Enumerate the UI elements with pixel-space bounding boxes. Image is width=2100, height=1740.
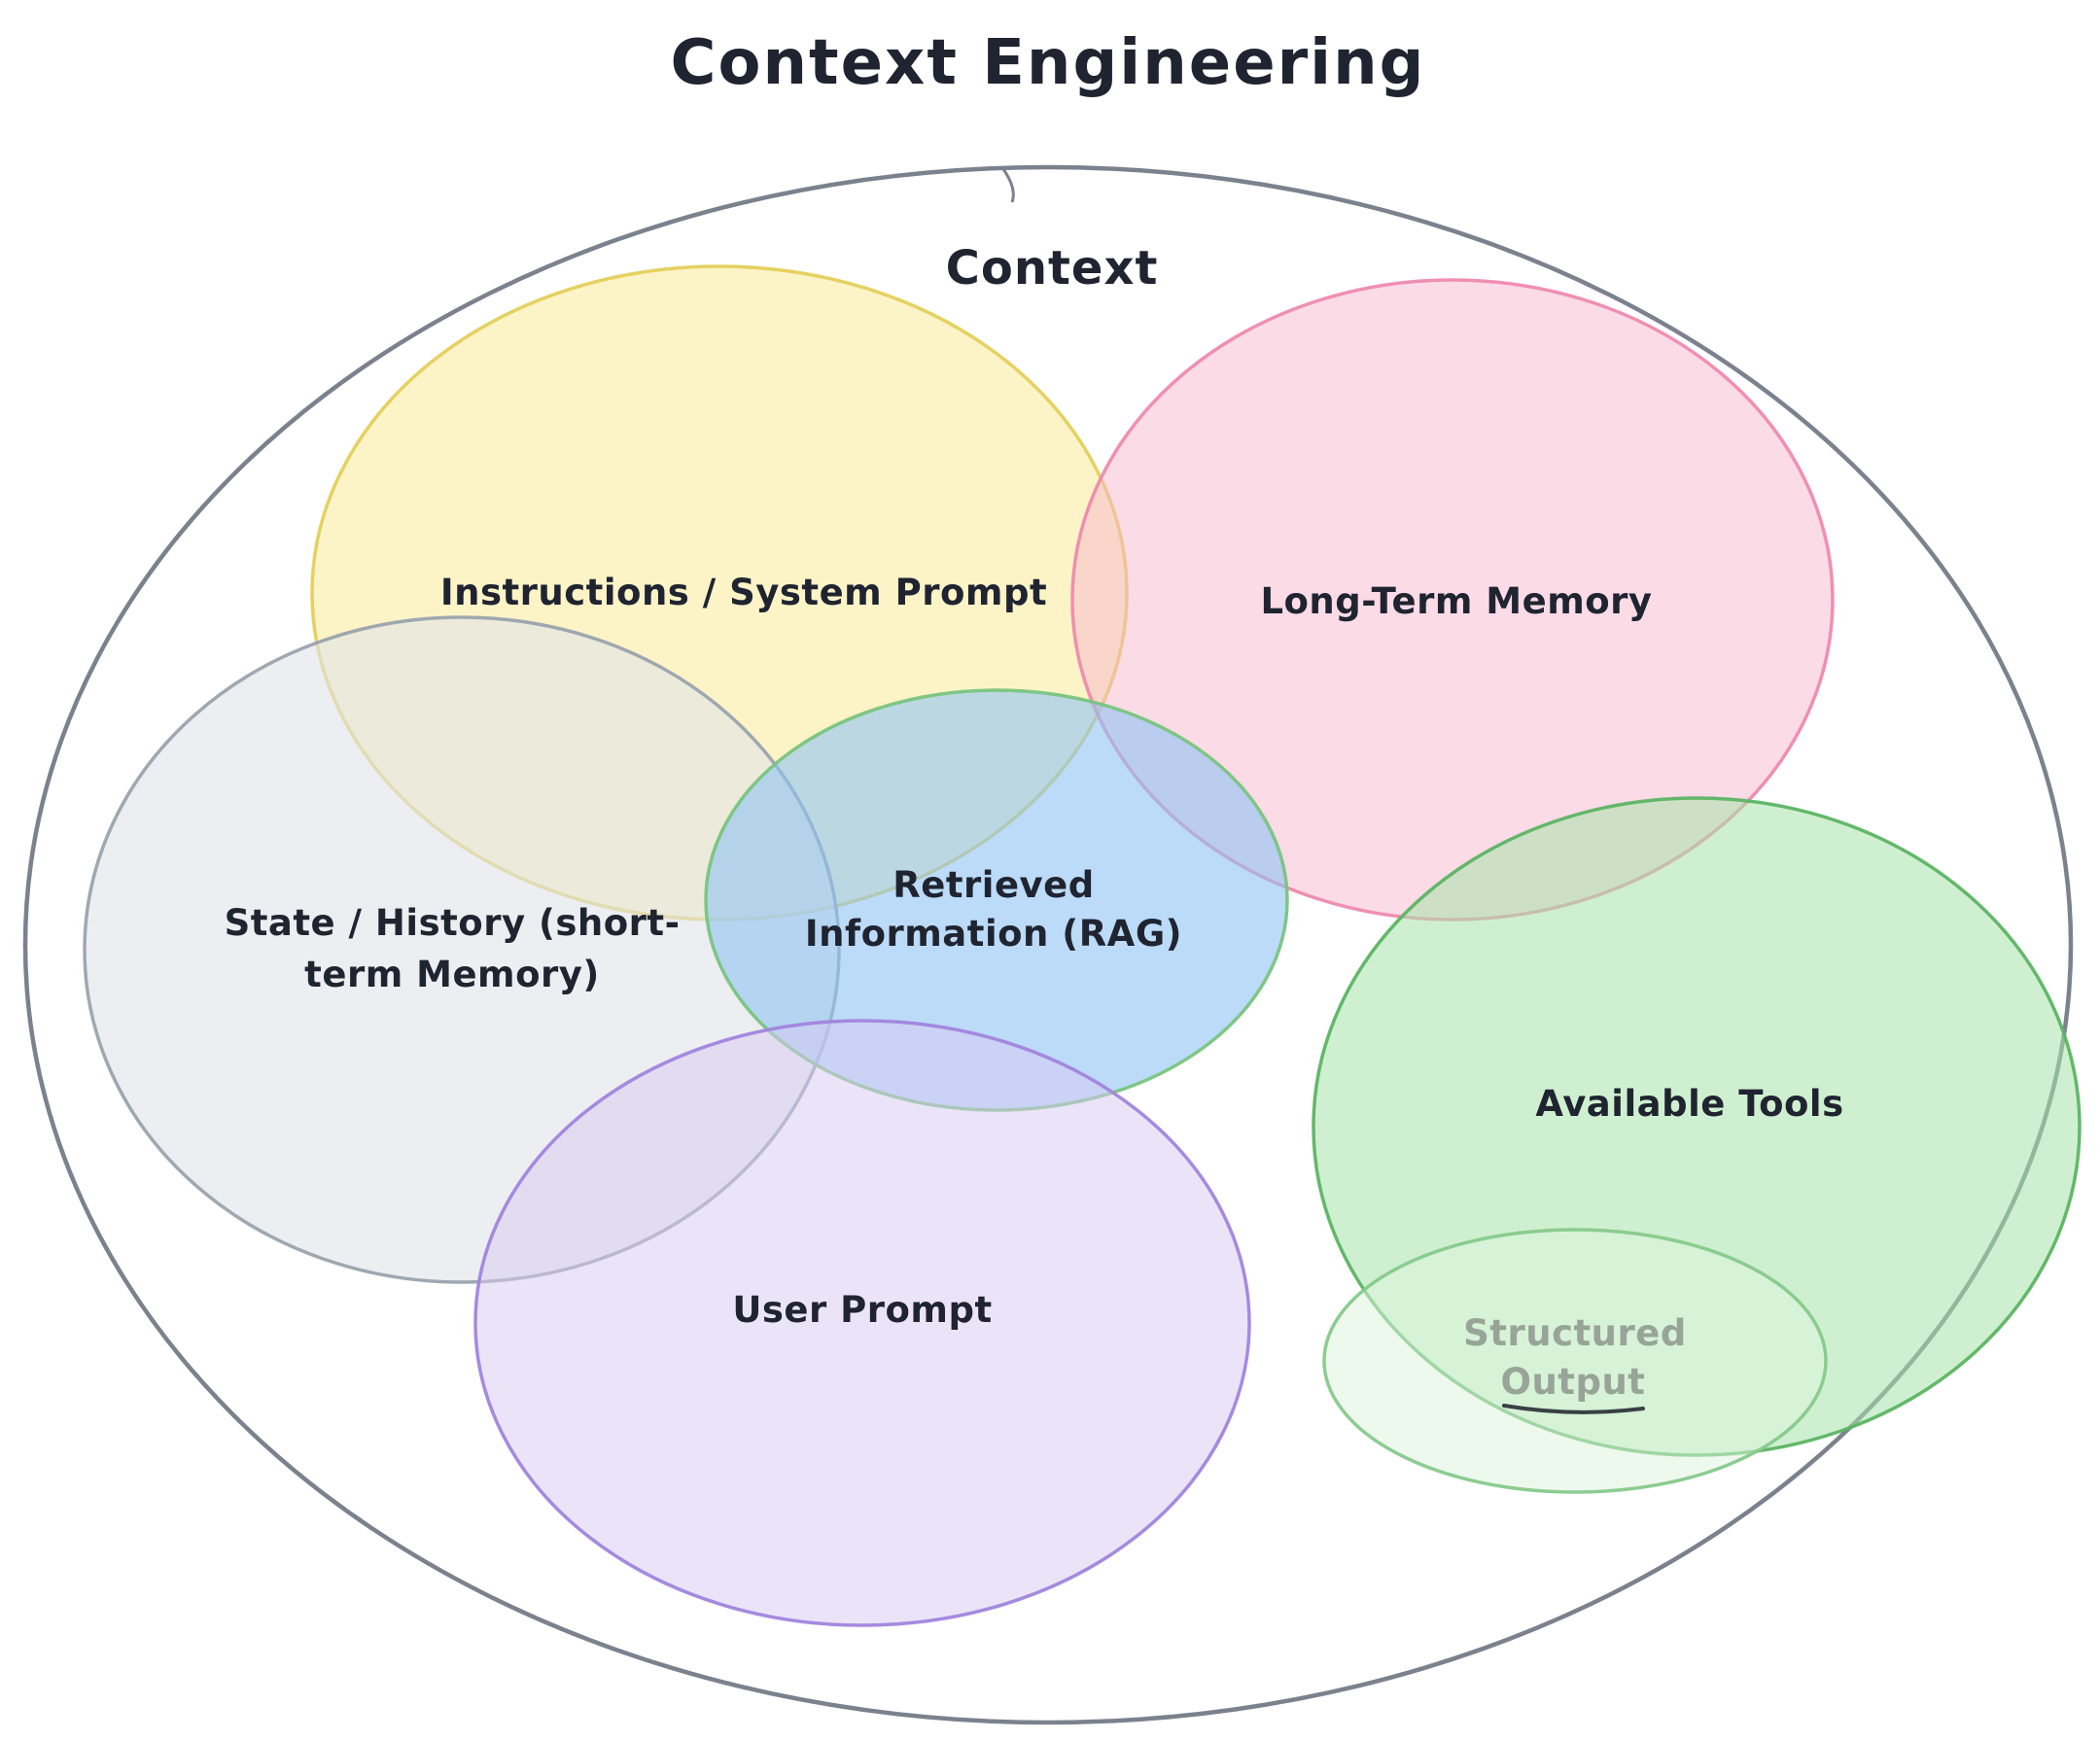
structured-output-underline	[1502, 1404, 1645, 1414]
outer-context-ellipse	[22, 164, 2074, 1725]
state-history-label-line1: State / History (short-	[225, 902, 681, 944]
available-tools-label: Available Tools	[1535, 1083, 1843, 1125]
retrieved-information-label-line2: Information (RAG)	[805, 913, 1182, 955]
instructions-system-prompt-label: Instructions / System Prompt	[440, 572, 1047, 613]
user-prompt-label: User Prompt	[732, 1289, 992, 1331]
outer-context-label: Context	[946, 241, 1159, 296]
structured-output-ellipse	[1322, 1228, 1828, 1494]
retrieved-information-label-line1: Retrieved	[892, 864, 1095, 906]
user-prompt-ellipse	[473, 1019, 1251, 1627]
structured-output-label-line1: Structured	[1463, 1312, 1687, 1354]
structured-output-label-line2: Output	[1501, 1361, 1646, 1403]
outer-ellipse-sketch-tick	[1001, 168, 1015, 203]
long-term-memory-label: Long-Term Memory	[1260, 580, 1652, 622]
state-history-label-line2: term Memory)	[304, 954, 600, 995]
page-title: Context Engineering	[671, 27, 1426, 99]
